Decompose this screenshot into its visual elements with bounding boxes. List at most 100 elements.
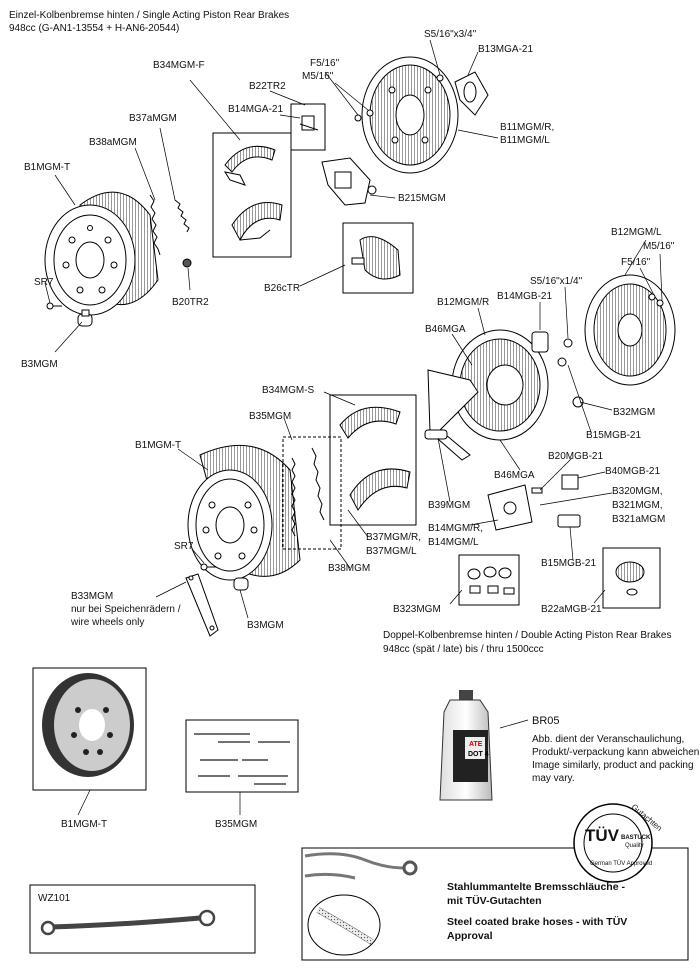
nut-mid-1 <box>648 293 656 301</box>
backplate-mid <box>451 329 549 441</box>
label-b33mgm: B33MGM <box>71 591 114 602</box>
b40mgb21-part <box>561 474 579 490</box>
label-b34mgmf: B34MGM-F <box>153 60 205 71</box>
sr7-screw-mid <box>200 563 216 571</box>
label-b46mga-1: B46MGA <box>425 324 466 335</box>
box-b22amgb21 <box>602 547 661 609</box>
box-wz101 <box>29 884 256 954</box>
header-top-line2: 948cc (G-AN1-13554 + H-AN6-20544) <box>9 23 180 34</box>
label-b13mga21: B13MGA-21 <box>478 44 534 55</box>
label-b11mgm-l: B11MGM/L <box>500 135 550 146</box>
b22amgb21-part <box>615 561 645 596</box>
hose-text-de-1: Stahlummantelte Bremsschläuche - <box>447 881 625 893</box>
hose-text-en-1: Steel coated brake hoses - with TÜV <box>447 916 628 928</box>
b39mgm-piston <box>424 429 448 440</box>
brake-shoes-mid <box>339 406 411 511</box>
label-b321mgm: B321MGM, <box>612 500 663 511</box>
label-b39mgm: B39MGM <box>428 500 471 511</box>
label-b1mgmt-photo: B1MGM-T <box>61 819 108 830</box>
tuv-sub3: German TÜV Approved <box>590 861 653 867</box>
label-b321amgm: B321aMGM <box>612 514 666 525</box>
header-mid-line2: 948cc (spät / late) bis / thru 1500ccc <box>383 644 544 655</box>
label-b26ctr: B26cTR <box>264 283 301 294</box>
label-b34mgms: B34MGM-S <box>262 385 315 396</box>
box-b1mgmt-photo <box>32 667 147 791</box>
tuv-sub2: Quality <box>625 843 644 849</box>
hose-text-en-2: Approval <box>447 930 493 942</box>
label-b35mgm: B35MGM <box>249 411 292 422</box>
label-b14mgm-r: B14MGM/R, <box>428 523 484 534</box>
label-b20tr2: B20TR2 <box>172 297 209 308</box>
bottle-brand: ATE <box>469 741 483 748</box>
label-b37amgm: B37aMGM <box>129 113 177 124</box>
label-b38amgm: B38aMGM <box>89 137 137 148</box>
label-b40mgb21: B40MGB-21 <box>605 466 661 477</box>
header-top-line1: Einzel-Kolbenbremse hinten / Single Acti… <box>9 10 290 21</box>
adjuster-top <box>299 115 319 131</box>
springs-top <box>149 194 192 268</box>
leader-lines-mid <box>155 239 663 619</box>
brake-drum-top <box>44 191 159 316</box>
hose-text-de-2: mit TÜV-Gutachten <box>447 895 542 907</box>
bleed-screw <box>531 487 543 494</box>
tuv-sub1: BASTUCK <box>621 835 651 841</box>
label-b33-note2: wire wheels only <box>71 617 145 628</box>
kit-box-b26ctr <box>342 222 414 294</box>
b13mga21-part <box>454 71 489 116</box>
label-s5-1-4: S5/16"x1/4" <box>530 276 583 287</box>
brake-shoes-top <box>223 145 283 242</box>
circlip-2 <box>572 396 584 408</box>
label-sr7-top: SR7 <box>34 277 54 288</box>
label-b12mgmr: B12MGM/R <box>437 297 490 308</box>
seals-b323mgm <box>467 566 515 595</box>
springs-photo <box>194 733 290 785</box>
label-b15mgb21-2: B15MGB-21 <box>541 558 597 569</box>
label-b320mgm: B320MGM, <box>612 486 663 497</box>
label-b38mgm: B38MGM <box>328 563 371 574</box>
label-br05: BR05 <box>532 715 560 727</box>
backplate-right <box>584 274 676 386</box>
hose-image <box>304 852 406 880</box>
wheel-cylinder-top <box>321 157 377 206</box>
brake-drum-mid <box>187 444 301 581</box>
nut-top <box>354 114 362 122</box>
label-b15mgb21-1: B15MGB-21 <box>586 430 642 441</box>
br05-note-line1: Abb. dient der Veranschaulichung, <box>532 734 685 745</box>
seals-box-b323mgm <box>458 554 520 606</box>
label-b3mgm-mid: B3MGM <box>247 620 284 631</box>
label-b22tr2: B22TR2 <box>249 81 286 92</box>
adjuster-mid <box>531 331 549 353</box>
sr7-screw-top <box>46 302 62 310</box>
label-b33-note1: nur bei Speichenrädern / <box>71 604 181 615</box>
label-b1mgmt-mid: B1MGM-T <box>135 440 182 451</box>
br05-note-line3: Image similarly, product and packing <box>532 760 694 771</box>
label-b11mgm-r: B11MGM/R, <box>500 122 555 133</box>
br05-note-line2: Produkt/-verpackung kann abweichen. / <box>532 747 700 758</box>
tuv-seal <box>573 803 653 883</box>
label-b14mga21: B14MGA-21 <box>228 104 284 115</box>
box-b35mgm-photo <box>185 719 299 793</box>
hose-banjo <box>402 860 418 876</box>
tuv-logo-text: TÜV <box>585 826 619 845</box>
s516-bolt-top <box>436 74 444 82</box>
label-b323mgm: B323MGM <box>393 604 441 615</box>
box-brake-hoses <box>301 847 689 961</box>
label-b20mgb21: B20MGB-21 <box>548 451 604 462</box>
label-b1mgmt-top: B1MGM-T <box>24 162 71 173</box>
circlip-1 <box>557 357 567 367</box>
label-b3mgm-top: B3MGM <box>21 359 58 370</box>
springs-mid <box>291 447 325 537</box>
label-wz101: WZ101 <box>38 893 71 904</box>
label-b14mgb21: B14MGB-21 <box>497 291 553 302</box>
bottle-dot4: DOT 4 <box>468 751 489 758</box>
label-f516-top: F5/16" <box>310 58 340 69</box>
br05-note-line4: may vary. <box>532 773 575 784</box>
label-b22amgb21: B22aMGB-21 <box>541 604 602 615</box>
adjuster-box-top <box>290 103 326 151</box>
label-s5-3-4: S5/16"x3/4" <box>424 29 477 40</box>
b15mgb21-part <box>557 514 581 528</box>
washer-top <box>366 109 374 117</box>
b3mgm-stud-mid <box>233 577 249 591</box>
b33mgm-bracket <box>185 573 219 637</box>
